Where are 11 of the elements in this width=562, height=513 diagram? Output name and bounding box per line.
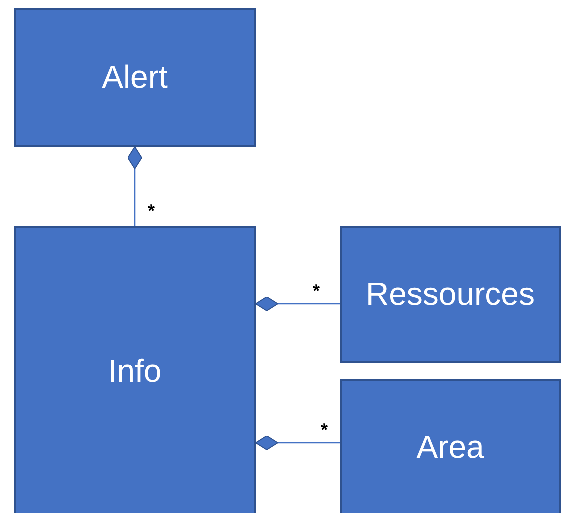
class-name: Ressources [366,276,535,313]
class-name: Info [108,352,162,390]
association-line [256,436,340,450]
class-box [14,8,256,147]
class-name: Alert [102,59,168,96]
association-line [256,296,340,312]
class-box [340,379,561,513]
class-box [14,226,256,513]
association-line [128,146,142,226]
class-name: Area [416,428,484,466]
class-box [340,226,561,363]
